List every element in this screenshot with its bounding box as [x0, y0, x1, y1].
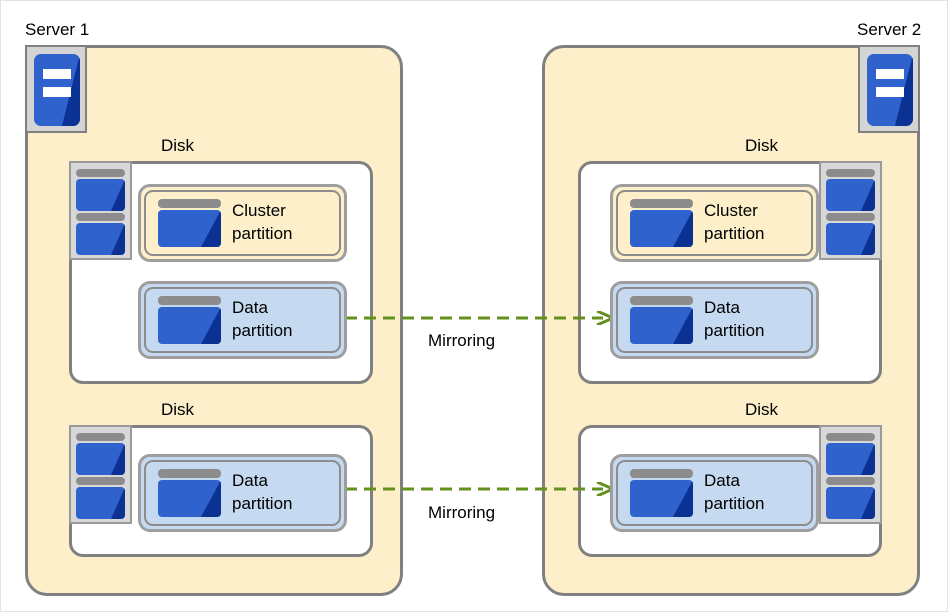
disk-platter [826, 169, 875, 211]
disk-label: Disk [745, 400, 779, 419]
cluster-partition[interactable]: Cluster partition [610, 184, 819, 262]
server-2-title: Server 2 [857, 20, 922, 39]
disk-platter [826, 213, 875, 255]
server-slot-bar [876, 87, 904, 97]
disk-platter-cap [826, 433, 875, 441]
disk-box[interactable]: Cluster partition Data partition [69, 161, 373, 384]
partition-icon [630, 469, 693, 517]
mirroring-label-top: Mirroring [428, 331, 496, 350]
disk-platter-body [76, 179, 125, 211]
disk-platter [76, 213, 125, 255]
disk-platter [826, 477, 875, 519]
server-icon [858, 45, 920, 133]
partition-icon [630, 199, 693, 247]
data-partition-label: Data partition [232, 471, 293, 513]
data-partition-label: Data partition [232, 298, 293, 340]
disk-platter-cap [76, 433, 125, 441]
server-1-panel[interactable]: Disk Cluster [25, 45, 403, 596]
data-partition[interactable]: Data partition [610, 454, 819, 532]
data-partition[interactable]: Data partition [138, 281, 347, 359]
server-2-panel[interactable]: Disk Cluster partit [542, 45, 920, 596]
partition-icon [630, 296, 693, 344]
disk-box[interactable]: Data partition [578, 425, 882, 557]
server-1-title: Server 1 [25, 20, 90, 39]
disk-platter-body [76, 223, 125, 255]
partition-icon-cap [630, 469, 693, 478]
cluster-partition-label: Cluster partition [232, 201, 293, 243]
data-partition-label: Data partition [704, 471, 765, 513]
disk-box[interactable]: Data partition [69, 425, 373, 557]
disk-label: Disk [161, 136, 195, 155]
server-icon [25, 45, 87, 133]
partition-icon-cap [630, 199, 693, 208]
partition-icon-cap [630, 296, 693, 305]
partition-icon-body [158, 210, 221, 247]
disk-platter [76, 169, 125, 211]
disk-platter-body [826, 487, 875, 519]
disk-icon [69, 161, 132, 260]
partition-icon [158, 199, 221, 247]
partition-icon-body [630, 307, 693, 344]
partition-icon-body [158, 480, 221, 517]
partition-icon-body [630, 210, 693, 247]
server-slot-bar [43, 87, 71, 97]
cluster-partition[interactable]: Cluster partition [138, 184, 347, 262]
disk-platter-cap [826, 169, 875, 177]
data-partition[interactable]: Data partition [610, 281, 819, 359]
server-slot-bar [876, 69, 904, 79]
partition-icon-cap [158, 199, 221, 208]
mirroring-arrow-bottom [345, 482, 617, 496]
partition-icon [158, 296, 221, 344]
disk-platter-cap [826, 213, 875, 221]
disk-platter [76, 477, 125, 519]
disk-icon [819, 161, 882, 260]
server-chassis [34, 54, 80, 126]
partition-icon-cap [158, 296, 221, 305]
partition-icon-body [630, 480, 693, 517]
cluster-partition-label: Cluster partition [704, 201, 765, 243]
disk-platter-body [826, 443, 875, 475]
server-chassis [867, 54, 913, 126]
disk-platter-body [826, 223, 875, 255]
disk-platter-body [76, 443, 125, 475]
disk-box[interactable]: Cluster partition Data partition [578, 161, 882, 384]
disk-platter-body [826, 179, 875, 211]
partition-icon-cap [158, 469, 221, 478]
disk-platter-cap [76, 169, 125, 177]
disk-platter-cap [76, 213, 125, 221]
data-partition-label: Data partition [704, 298, 765, 340]
partition-icon [158, 469, 221, 517]
server-slot-bar [43, 69, 71, 79]
disk-platter-cap [76, 477, 125, 485]
disk-platter [76, 433, 125, 475]
mirroring-label-bottom: Mirroring [428, 503, 496, 522]
disk-label: Disk [745, 136, 779, 155]
disk-platter-cap [826, 477, 875, 485]
disk-platter [826, 433, 875, 475]
partition-icon-body [158, 307, 221, 344]
disk-icon [819, 425, 882, 524]
disk-label: Disk [161, 400, 195, 419]
disk-platter-body [76, 487, 125, 519]
data-partition[interactable]: Data partition [138, 454, 347, 532]
mirroring-arrow-top [345, 311, 617, 325]
disk-icon [69, 425, 132, 524]
